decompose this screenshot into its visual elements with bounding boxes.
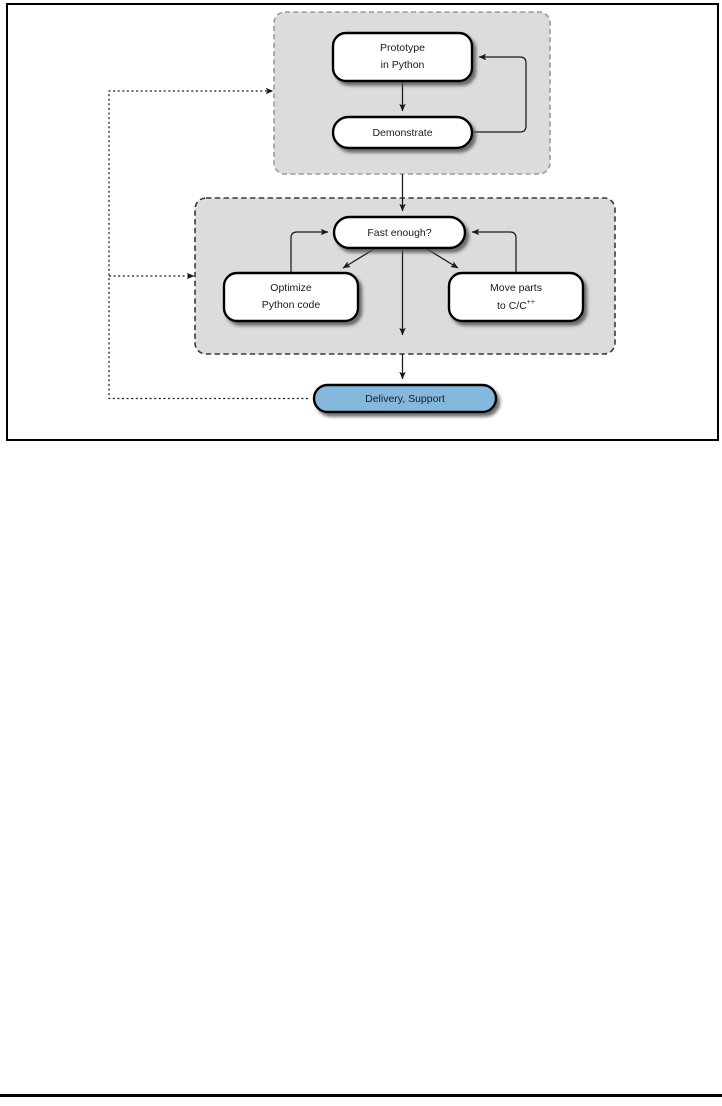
delivery-support-node[interactable]: Delivery, Support <box>312 383 498 414</box>
prototype-in-python-label-line2: in Python <box>381 59 425 71</box>
prototype-in-python-label-line1: Prototype <box>380 42 425 54</box>
edges-layer <box>108 53 527 400</box>
move-parts-to-c-node[interactable]: Move parts to C/C++ <box>447 271 585 323</box>
edge-move-parts-back-to-fast-enough <box>471 228 517 273</box>
demonstrate-box[interactable] <box>331 115 474 150</box>
optimize-python-code-node[interactable]: Optimize Python code <box>222 271 360 323</box>
move-parts-label-line2-text: to C/C <box>497 300 527 312</box>
optimize-python-code-label-line1: Optimize <box>270 282 312 294</box>
edge-optimize-back-to-fast-enough <box>290 228 329 273</box>
fast-enough-box[interactable] <box>332 215 467 250</box>
fast-enough-decision-node[interactable]: Fast enough? <box>332 215 467 250</box>
nodes-layer: Prototype in Python Demonstrate Fast eno… <box>222 31 585 414</box>
page-bottom-rule <box>0 1094 722 1097</box>
edge-fast-enough-to-optimize <box>342 245 380 269</box>
edge-fast-enough-to-move-parts <box>421 245 459 269</box>
move-parts-superscript: ++ <box>527 299 535 306</box>
move-parts-to-c-box[interactable] <box>447 271 585 323</box>
edge-demonstrate-back-to-prototype <box>472 53 527 133</box>
delivery-support-label: Delivery, Support <box>365 393 445 405</box>
prototype-in-python-node[interactable]: Prototype in Python <box>331 31 474 83</box>
flow-diagram: Prototype in Python Demonstrate Fast eno… <box>108 11 616 414</box>
demonstrate-node[interactable]: Demonstrate <box>331 115 474 150</box>
optimize-python-code-label-line2: Python code <box>262 299 321 311</box>
delivery-support-box[interactable] <box>312 383 498 414</box>
prototype-in-python-box[interactable] <box>331 31 474 83</box>
demonstrate-label: Demonstrate <box>372 127 432 139</box>
move-parts-label-line2: to C/C++ <box>497 299 535 311</box>
optimize-python-code-box[interactable] <box>222 271 360 323</box>
fast-enough-label: Fast enough? <box>367 227 431 239</box>
figure-frame: Prototype in Python Demonstrate Fast eno… <box>6 3 719 441</box>
move-parts-label-line1: Move parts <box>490 282 542 294</box>
